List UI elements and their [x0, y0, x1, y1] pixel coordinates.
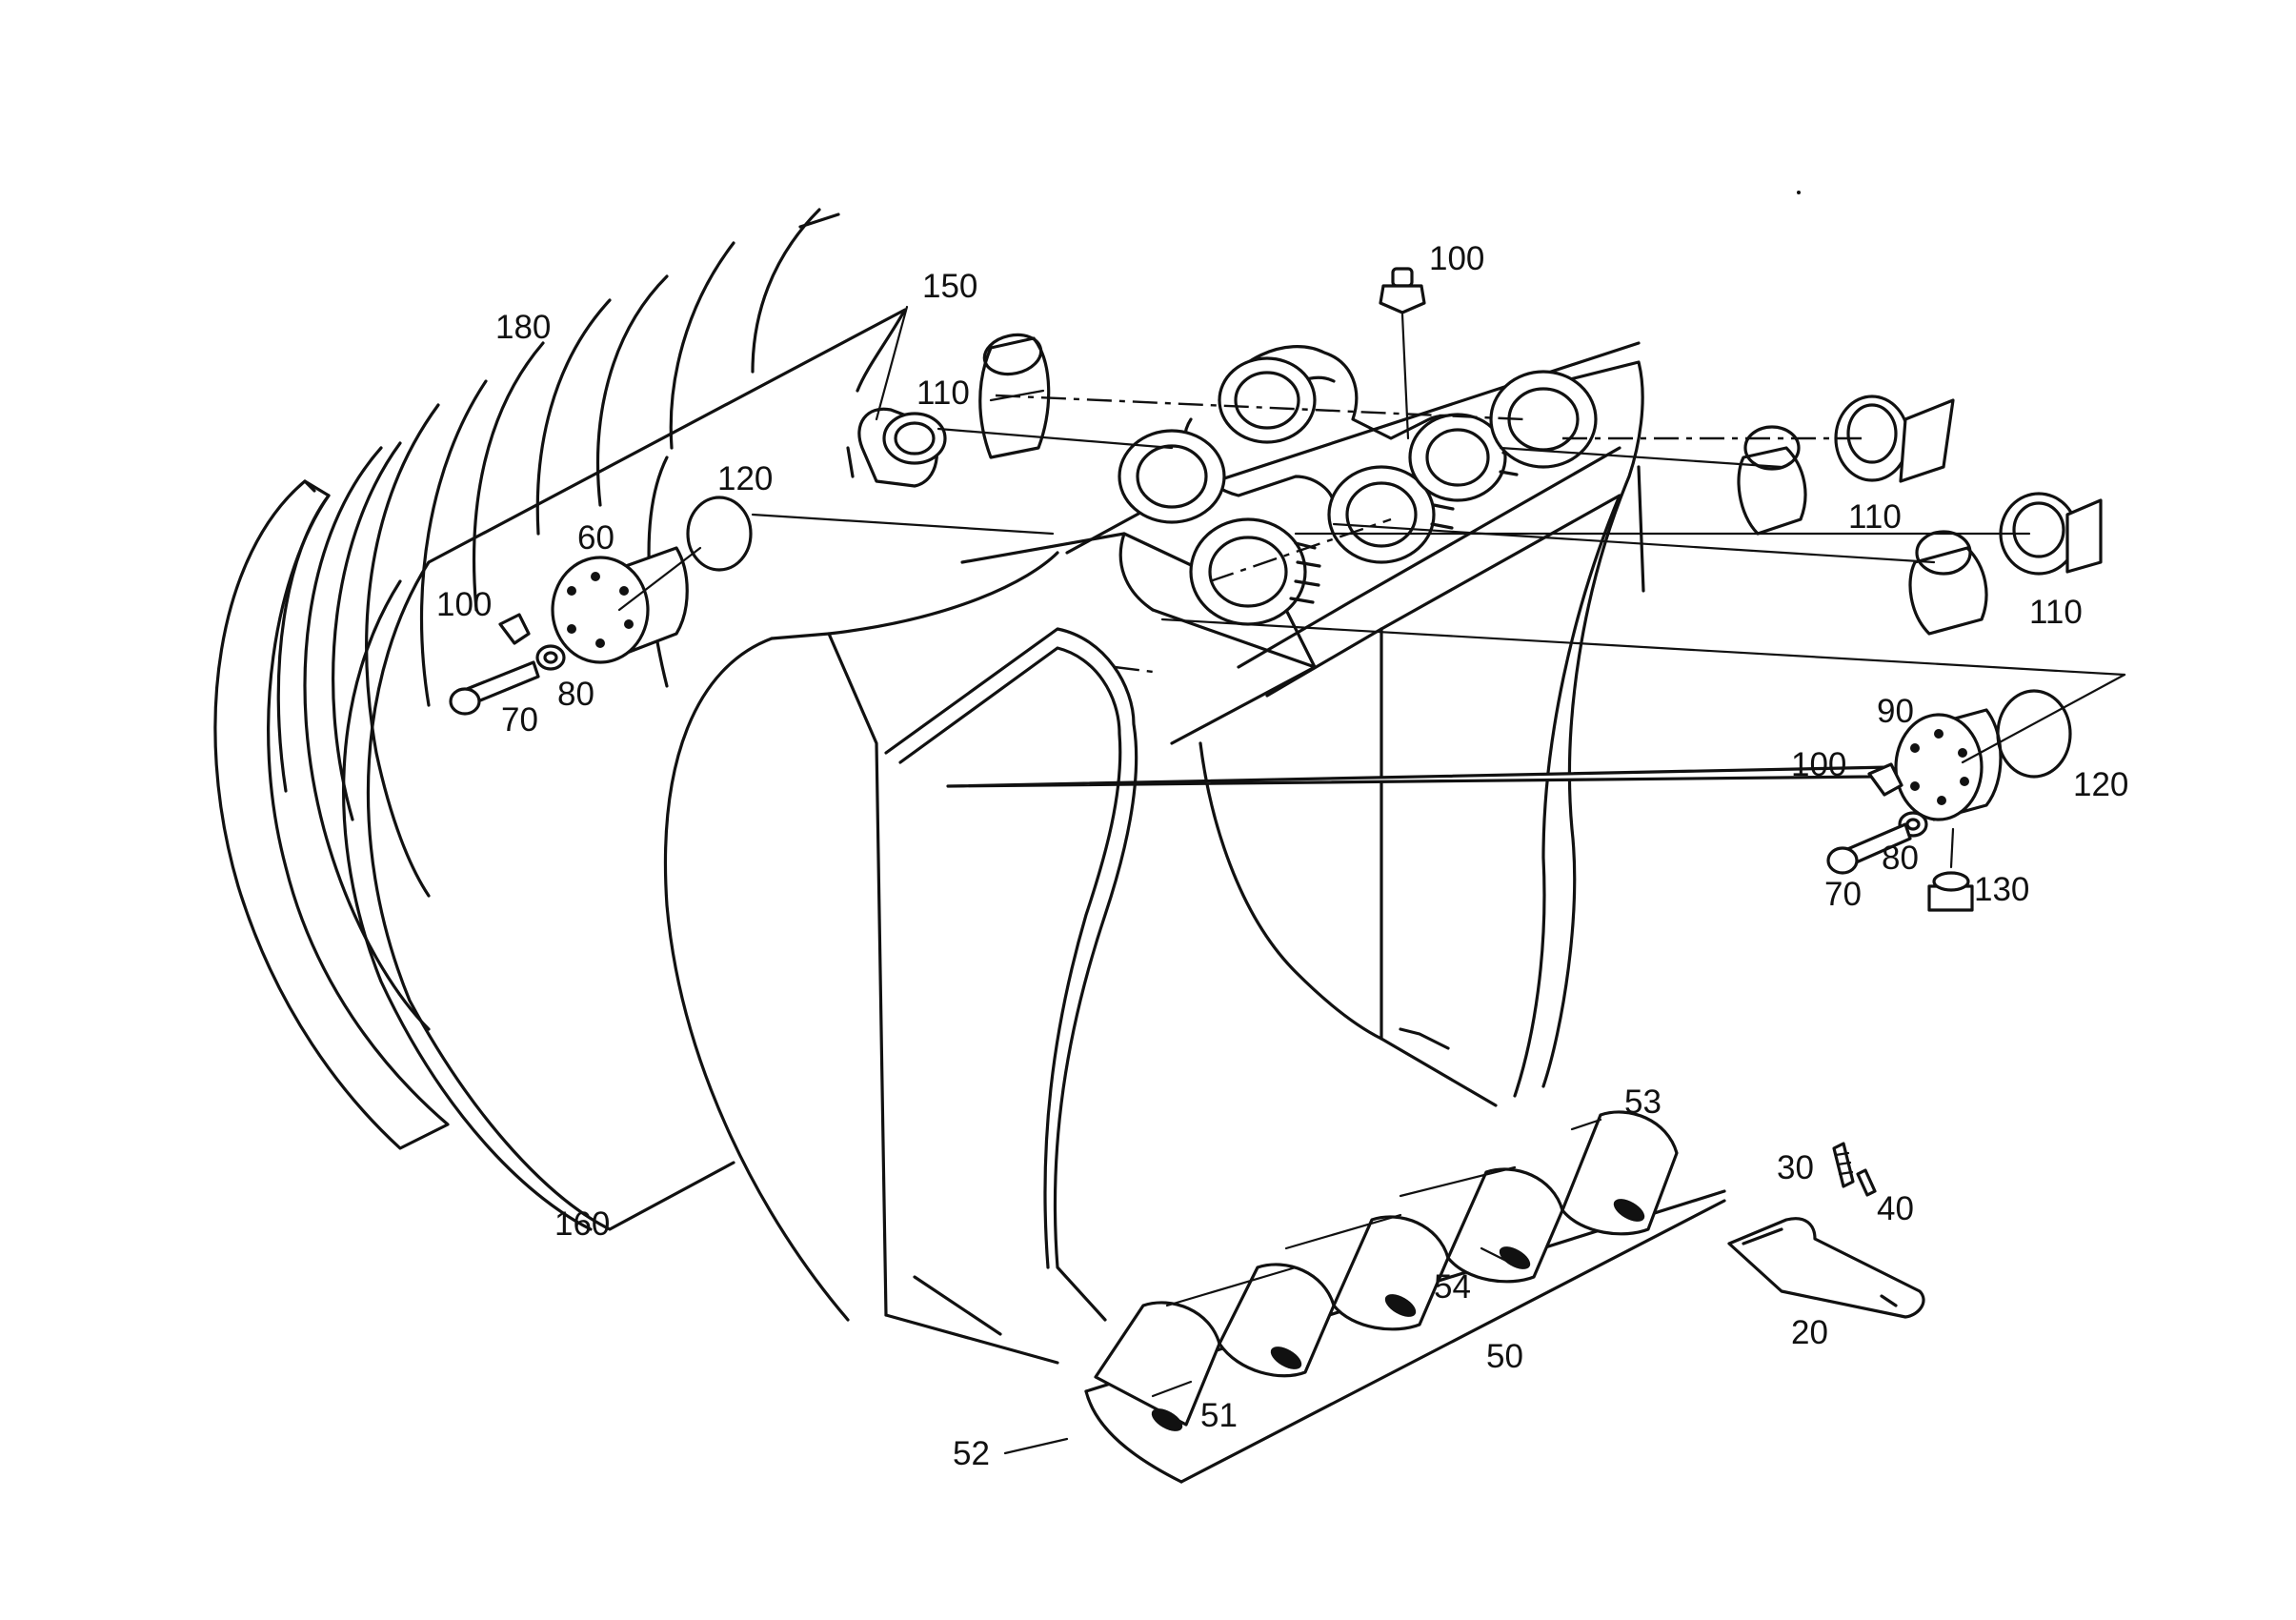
callout-labels: 180 150 110 120 60 100 80 70 160 100 110…: [436, 240, 2128, 1472]
callout-80-a: 80: [557, 676, 594, 713]
callout-90: 90: [1877, 693, 1914, 730]
callout-120-b: 120: [2073, 766, 2128, 803]
callout-130: 130: [1974, 871, 2029, 908]
callout-120-a: 120: [717, 460, 773, 497]
small-parts-right: [946, 762, 1974, 912]
callout-110-b: 110: [1848, 498, 1902, 536]
callout-50: 50: [1486, 1338, 1523, 1375]
hinge-lugs: [1118, 345, 1598, 626]
callout-40: 40: [1877, 1190, 1914, 1227]
callout-70-a: 70: [501, 701, 538, 739]
seal-ring-left-120: [686, 496, 753, 572]
tooth-retainer-40: [1856, 1168, 1877, 1197]
callout-52: 52: [953, 1435, 990, 1472]
bushings-left-110: [846, 333, 1051, 488]
pin-flange-right-90: [1894, 708, 2003, 821]
callout-100-top: 100: [1429, 240, 1484, 277]
callout-80-b: 80: [1882, 840, 1919, 877]
assembly-lines: [617, 394, 2126, 764]
callout-30: 30: [1777, 1149, 1814, 1186]
bucket-body: [663, 341, 1645, 1365]
bushings-right-110: [1737, 395, 2103, 636]
callout-70-b: 70: [1824, 876, 1862, 913]
callout-20: 20: [1791, 1314, 1828, 1351]
cutting-edge-50: [1084, 1110, 1726, 1484]
callout-60: 60: [577, 519, 614, 557]
pin-flange-left-60: [551, 546, 689, 664]
callout-53: 53: [1624, 1083, 1662, 1121]
callout-100-a: 100: [436, 586, 492, 623]
seal-ring-right-120: [1996, 689, 2072, 779]
callout-110-a: 110: [916, 375, 970, 412]
side-plate-160: [342, 308, 907, 1231]
callout-100-b: 100: [1791, 746, 1846, 783]
grease-nipple-top: [1379, 267, 1426, 440]
callout-110-c: 110: [2029, 594, 2083, 631]
callout-51: 51: [1200, 1397, 1238, 1434]
tooth-pin-30: [1832, 1142, 1855, 1188]
callout-150: 150: [922, 268, 977, 305]
callout-180: 180: [495, 309, 551, 346]
small-parts-left: [449, 613, 566, 716]
callout-54: 54: [1434, 1268, 1471, 1306]
bucket-tooth-20: [1727, 1217, 1925, 1319]
scan-speck: [1797, 191, 1801, 194]
side-tines-180: [213, 208, 840, 1150]
leader-lines: [875, 305, 1602, 1455]
callout-160: 160: [554, 1205, 610, 1243]
